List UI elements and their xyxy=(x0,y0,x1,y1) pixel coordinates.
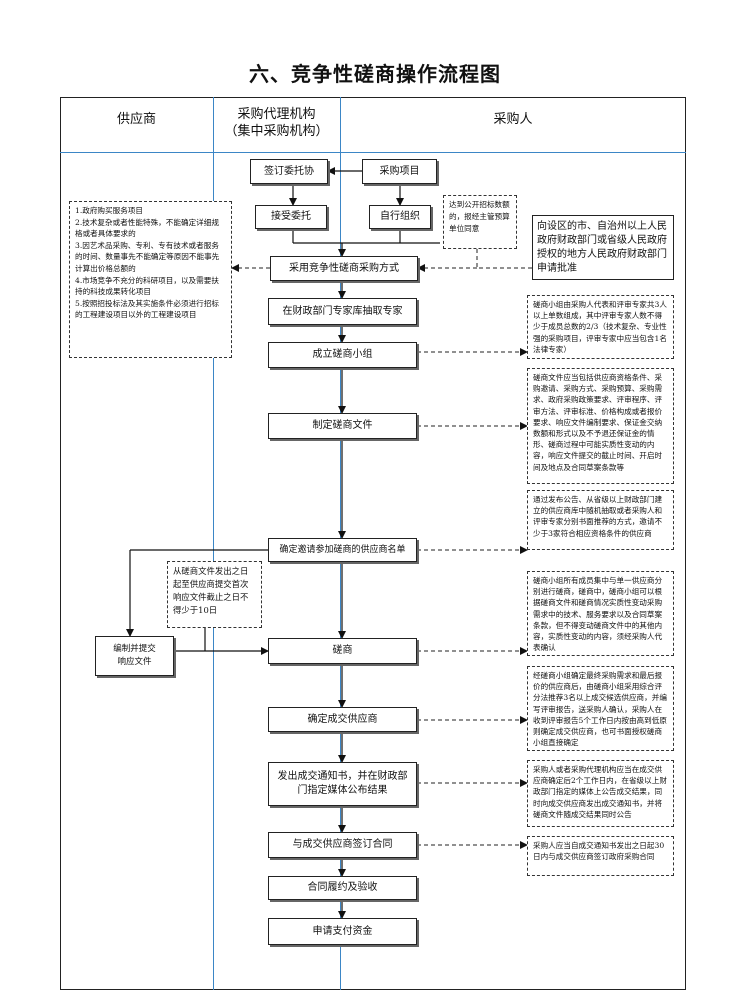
negotiation-rules-note: 磋商小组所有成员集中与单一供应商分别进行磋商，磋商中，磋商小组可以根据磋商文件和… xyxy=(527,571,674,656)
negotiate-box: 磋商 xyxy=(268,638,417,664)
header-divider xyxy=(60,152,686,153)
apply-payment-box: 申请支付资金 xyxy=(268,918,417,945)
scope-item: 3.因艺术品采购、专利、专有技术或者服务的时间、数量事先不能确定等原因不能事先计… xyxy=(75,240,220,273)
response-period-note: 从磋商文件发出之日起至供应商提交首次响应文件截止之日不得少于10日 xyxy=(167,561,262,628)
column-header-purchaser: 采购人 xyxy=(493,112,533,127)
scope-item: 1.政府购买服务项目 xyxy=(75,206,143,215)
contract-deadline-note: 采购人应当自成交通知书发出之日起30日内与成交供应商签订政府采购合同 xyxy=(527,836,674,876)
confirm-list-box: 确定邀请参加磋商的供应商名单 xyxy=(268,538,417,562)
scope-item: 2.技术复杂或者性能特殊，不能确定详细规格或者具体要求的 xyxy=(75,217,219,239)
notice-line-2: 门指定媒体公布结果 xyxy=(297,785,388,796)
sign-contract-box: 与成交供应商签订合同 xyxy=(268,832,417,858)
approval-box: 向设区的市、自治州以上人民政府财政部门或省级人民政府授权的地方人民政府财政部门申… xyxy=(532,215,674,280)
threshold-note: 达到公开招标数额的，报经主管预算单位同意 xyxy=(443,195,517,249)
adopt-method-box: 采用竞争性磋商采购方式 xyxy=(270,256,418,281)
winner-rules-note: 经磋商小组确定最终采购需求和最后报价的供应商后，由磋商小组采用综合评分法推荐3名… xyxy=(527,666,674,751)
prepare-response-line-1: 编制并提交 xyxy=(113,644,156,654)
confirm-winner-box: 确定成交供应商 xyxy=(268,707,417,732)
scope-item: 4.市场竞争不充分的科研项目，以及需要扶持的科技成果转化项目 xyxy=(75,275,219,297)
notice-box: 发出成交通知书，并在财政部 门指定媒体公布结果 xyxy=(268,762,417,806)
draw-experts-box: 在财政部门专家库抽取专家 xyxy=(268,298,417,325)
column-header-agency-line2: （集中采购机构） xyxy=(224,124,329,139)
column-header-supplier: 供应商 xyxy=(116,112,156,127)
invite-methods-note: 通过发布公告、从省级以上财政部门建立的供应商库中随机抽取或者采购人和评审专家分别… xyxy=(527,490,674,550)
scope-item: 5.按照招投标法及其实施条件必须进行招标的工程建设项目以外的工程建设项目 xyxy=(75,298,219,320)
group-composition-note: 磋商小组由采购人代表和评审专家共3人以上单数组成，其中评审专家人数不得少于成员总… xyxy=(527,295,674,359)
announcement-note: 采购人或者采购代理机构应当在成交供应商确定后2个工作日内，在省级以上财政部门指定… xyxy=(527,760,674,827)
prepare-response-box: 编制并提交 响应文件 xyxy=(95,636,174,676)
self-organize-box: 自行组织 xyxy=(369,205,431,229)
flowchart-frame xyxy=(60,97,686,990)
purchase-project-box: 采购项目 xyxy=(362,159,437,184)
page-title: 六、竞争性磋商操作流程图 xyxy=(249,62,501,86)
perform-box: 合同履约及验收 xyxy=(268,876,417,900)
accept-entrust-box: 接受委托 xyxy=(255,205,327,229)
doc-contents-note: 磋商文件应当包括供应商资格条件、采购邀请、采购方式、采购预算、采购需求、政府采购… xyxy=(527,368,674,484)
form-group-box: 成立磋商小组 xyxy=(268,342,417,368)
notice-line-1: 发出成交通知书，并在财政部 xyxy=(277,771,408,782)
column-header-agency-line1: 采购代理机构 xyxy=(237,107,316,122)
scope-note: 1.政府购买服务项目 2.技术复杂或者性能特殊，不能确定详细规格或者具体要求的 … xyxy=(69,201,232,358)
column-header-agency: 采购代理机构 （集中采购机构） xyxy=(213,106,340,140)
prepare-response-line-2: 响应文件 xyxy=(117,657,152,667)
make-docs-box: 制定磋商文件 xyxy=(268,413,417,439)
column-divider-1 xyxy=(213,97,214,990)
sign-entrust-box: 签订委托协 xyxy=(250,159,328,184)
